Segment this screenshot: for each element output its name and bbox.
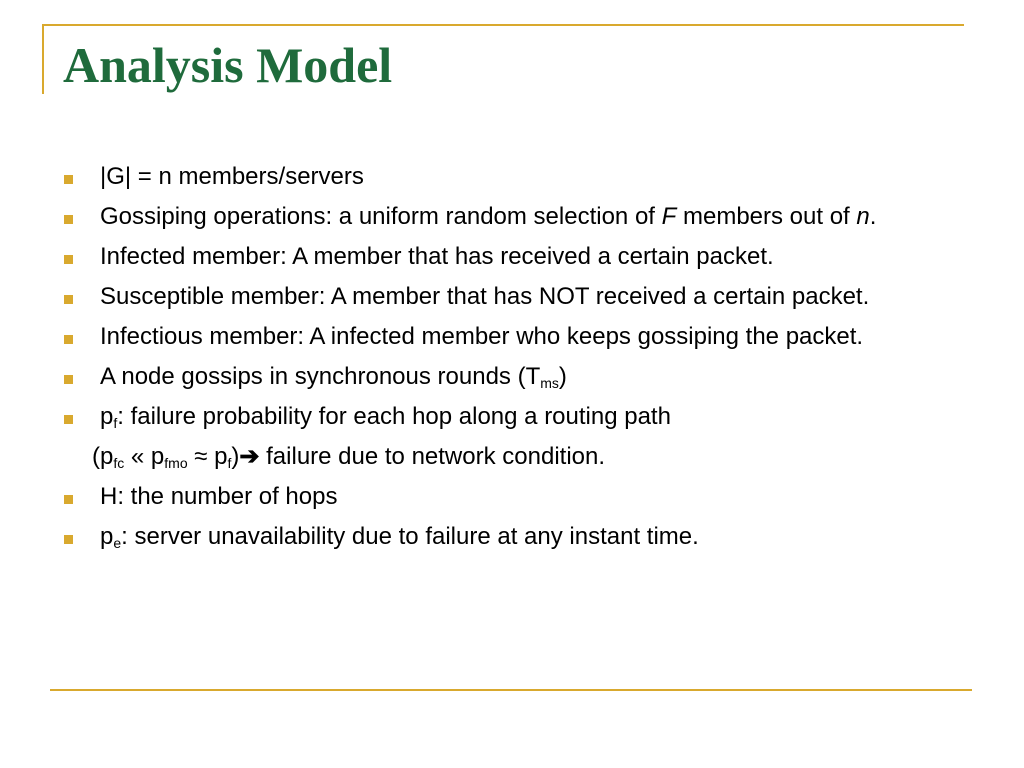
frame-top-line <box>42 24 964 26</box>
bullet-text: H: the number of hops <box>100 483 338 510</box>
bullet-item-gossiping-operations: Gossiping operations: a uniform random s… <box>60 200 970 233</box>
bullet-square-icon <box>64 175 73 184</box>
bullet-text: Infectious member: A infected member who… <box>100 323 864 350</box>
bullet-list: |G| = n members/servers Gossiping operat… <box>60 160 970 560</box>
subscript-f: f <box>113 415 118 431</box>
subscript-fmo: fmo <box>164 455 188 471</box>
line-text: failure due to network condition. <box>259 443 606 470</box>
bullet-square-icon <box>64 375 73 384</box>
bullet-text: p <box>100 523 114 550</box>
line-text: ≈ p <box>187 443 228 470</box>
line-text: ) <box>231 443 240 470</box>
slide-title: Analysis Model <box>63 37 393 93</box>
bullet-item-infectious-member: Infectious member: A infected member who… <box>60 320 970 353</box>
bullet-square-icon <box>64 535 73 544</box>
bullet-item-failure-probability: pf: failure probability for each hop alo… <box>60 400 970 433</box>
bullet-item-infected-member: Infected member: A member that has recei… <box>60 240 970 273</box>
bullet-item-susceptible-member: Susceptible member: A member that has NO… <box>60 280 970 313</box>
bullet-square-icon <box>64 215 73 224</box>
bullet-text: members out of <box>676 203 857 230</box>
bullet-text: Infected member: A member that has recei… <box>100 243 774 270</box>
bullet-item-synchronous-rounds: A node gossips in synchronous rounds (Tm… <box>60 360 970 393</box>
bullet-square-icon <box>64 335 73 344</box>
bullet-text: Susceptible member: A member that has NO… <box>100 283 870 310</box>
sub-line-network-condition: (pfc « pfmo ≈ pf)➔ failure due to networ… <box>60 440 970 473</box>
bullet-item-number-of-hops: H: the number of hops <box>60 480 970 513</box>
bullet-text: Gossiping operations: a uniform random s… <box>100 203 662 230</box>
subscript-f: f <box>227 455 232 471</box>
bullet-item-server-unavailability: pe: server unavailability due to failure… <box>60 520 970 553</box>
subscript-e: e <box>113 535 122 551</box>
subscript-fc: fc <box>113 455 125 471</box>
bullet-text: p <box>100 403 114 430</box>
bullet-square-icon <box>64 495 73 504</box>
line-text: « p <box>124 443 165 470</box>
bullet-text: : failure probability for each hop along… <box>117 403 671 430</box>
frame-bottom-line <box>50 689 972 691</box>
variable-f: F <box>661 203 677 230</box>
bullet-square-icon <box>64 295 73 304</box>
bullet-text: |G| = n members/servers <box>100 163 364 190</box>
bullet-text: ) <box>558 363 567 390</box>
bullet-item-group-size: |G| = n members/servers <box>60 160 970 193</box>
subscript-ms: ms <box>540 375 559 391</box>
bullet-text: A node gossips in synchronous rounds (T <box>100 363 541 390</box>
bullet-square-icon <box>64 415 73 424</box>
bullet-square-icon <box>64 255 73 264</box>
frame-left-line <box>42 24 44 94</box>
bullet-text: . <box>869 203 877 230</box>
right-arrow-icon: ➔ <box>239 443 260 470</box>
line-text: (p <box>92 443 114 470</box>
variable-n: n <box>856 203 870 230</box>
bullet-text: : server unavailability due to failure a… <box>121 523 699 550</box>
